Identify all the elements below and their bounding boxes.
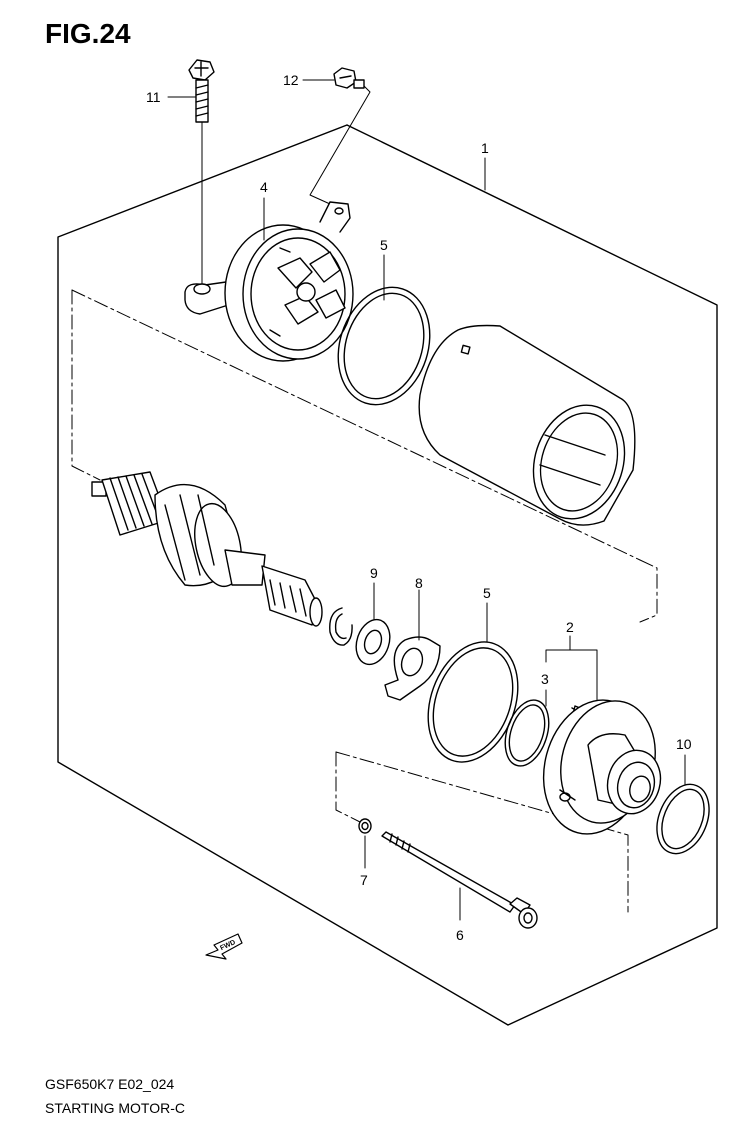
yoke-housing bbox=[418, 324, 636, 526]
bolt-11 bbox=[188, 59, 215, 286]
brush-holder-4 bbox=[184, 201, 354, 362]
callout-1: 1 bbox=[481, 140, 489, 156]
callout-4: 4 bbox=[260, 179, 268, 195]
callout-2: 2 bbox=[566, 619, 574, 635]
callout-6: 6 bbox=[456, 927, 464, 943]
callout-11: 11 bbox=[146, 89, 161, 105]
assembly-outline bbox=[57, 124, 718, 1026]
callout-5-lower: 5 bbox=[483, 585, 491, 601]
fwd-arrow-icon bbox=[205, 933, 243, 960]
circlip bbox=[329, 607, 353, 646]
plate-8 bbox=[384, 636, 441, 701]
o-ring-5-upper bbox=[337, 286, 431, 406]
callout-9: 9 bbox=[370, 565, 378, 581]
callout-labels: 1 2 3 4 5 5 6 7 8 9 10 11 12 FWD bbox=[146, 72, 692, 952]
end-cover-2 bbox=[542, 699, 662, 835]
callout-10: 10 bbox=[676, 736, 692, 752]
figure-name: STARTING MOTOR-C bbox=[45, 1100, 185, 1116]
callout-12: 12 bbox=[283, 72, 299, 88]
bolt-6 bbox=[381, 831, 538, 929]
callout-7: 7 bbox=[360, 872, 368, 888]
screw-12 bbox=[309, 67, 371, 205]
o-ring-10 bbox=[656, 783, 710, 855]
group-outline-lower bbox=[335, 751, 629, 913]
callout-5-upper: 5 bbox=[380, 237, 388, 253]
washer-9 bbox=[355, 618, 391, 666]
callout-leaders bbox=[167, 79, 686, 921]
o-ring-7 bbox=[358, 818, 372, 834]
callout-8: 8 bbox=[415, 575, 423, 591]
callout-3: 3 bbox=[541, 671, 549, 687]
o-ring-3 bbox=[504, 699, 550, 767]
figure-code: GSF650K7 E02_024 bbox=[45, 1076, 175, 1092]
group-outline-upper bbox=[71, 289, 658, 623]
armature bbox=[91, 471, 323, 627]
figure-title: FIG.24 bbox=[45, 18, 131, 49]
